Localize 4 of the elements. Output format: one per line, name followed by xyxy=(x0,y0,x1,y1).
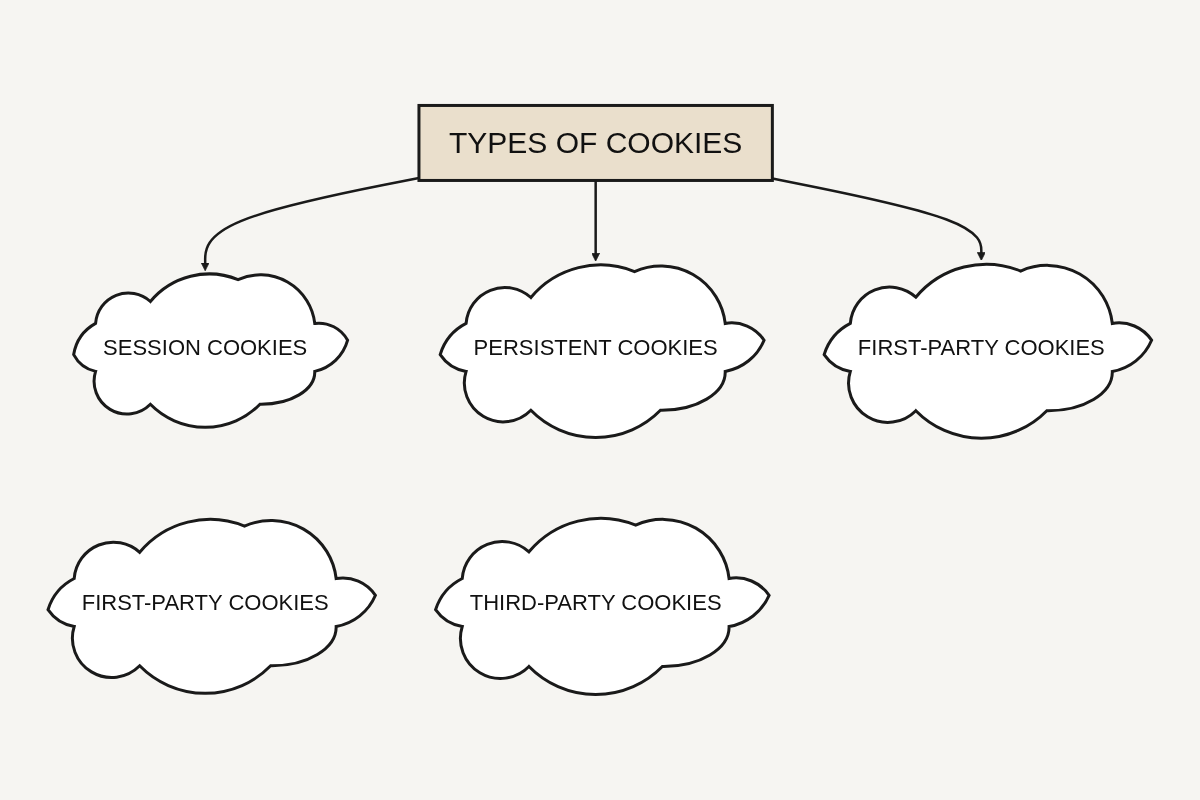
node-box: TYPES OF COOKIES xyxy=(417,103,775,182)
arrow xyxy=(201,176,420,272)
arrow xyxy=(772,177,986,261)
arrow xyxy=(591,180,601,262)
